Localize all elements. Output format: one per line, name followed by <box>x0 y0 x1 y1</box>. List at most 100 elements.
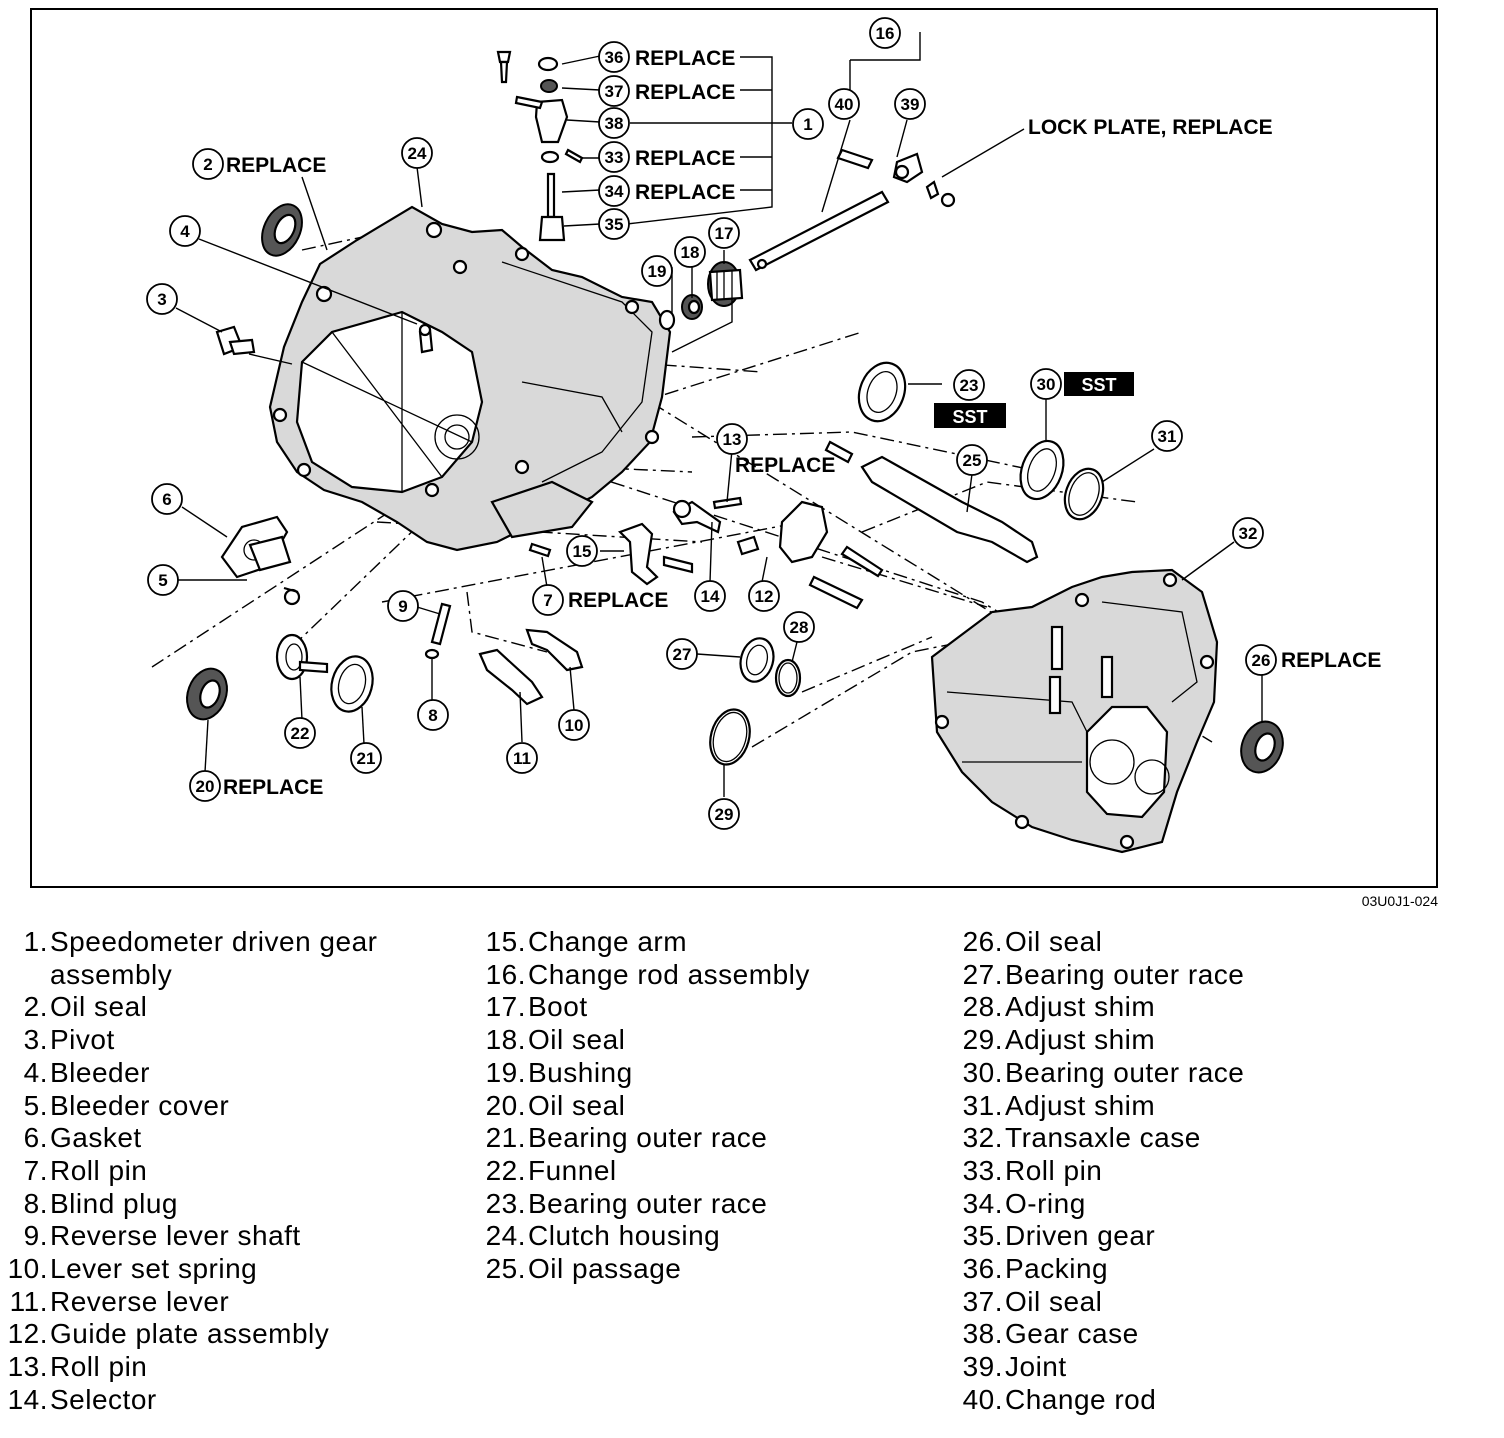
legend-item-number: 17. <box>485 991 526 1023</box>
legend-item: 23.Bearing outer race <box>478 1188 948 1221</box>
legend-item-number: 2. <box>23 991 48 1023</box>
legend-item: 17.Boot <box>478 991 948 1024</box>
figure-code: 03U0J1-024 <box>1361 893 1438 909</box>
callout-19: 19 <box>641 255 673 287</box>
oil-passage-25 <box>824 440 1039 564</box>
legend-item: 15.Change arm <box>478 926 948 959</box>
legend-item-text: Roll pin <box>50 1351 148 1383</box>
svg-text:31: 31 <box>1158 427 1177 446</box>
legend-item-number: 27. <box>962 958 1003 990</box>
legend-item-number <box>0 959 48 992</box>
replace-label-20: REPLACE <box>223 776 323 799</box>
svg-text:27: 27 <box>673 645 692 664</box>
pivot-3 <box>215 325 256 356</box>
legend-item-text: Roll pin <box>1005 1154 1103 1186</box>
legend-item-number: 10. <box>7 1253 48 1285</box>
leader-lines <box>175 32 1263 797</box>
legend-item-number: 32. <box>962 1122 1003 1154</box>
legend-item: 37.Oil seal <box>955 1286 1425 1319</box>
legend-item: 10.Lever set spring <box>0 1253 470 1286</box>
legend-item: 27.Bearing outer race <box>955 959 1425 992</box>
legend-item-text: Packing <box>1005 1253 1109 1285</box>
svg-text:38: 38 <box>605 114 624 133</box>
lever-spring-10 <box>525 628 584 672</box>
legend-item-number: 39. <box>962 1351 1003 1383</box>
exploded-view-diagram: 1 2 3 4 5 6 7 8 9 10 11 12 13 14 15 16 1… <box>30 8 1438 888</box>
seal-26 <box>1240 720 1284 774</box>
legend-item: 16.Change rod assembly <box>478 959 948 992</box>
svg-text:19: 19 <box>648 262 667 281</box>
legend-item-number: 31. <box>962 1089 1003 1121</box>
diagram-labels: REPLACE REPLACE REPLACE REPLACE REPLACE … <box>223 47 1381 799</box>
legend-item: 8.Blind plug <box>0 1188 470 1221</box>
svg-text:12: 12 <box>755 587 774 606</box>
legend-item-text: Bearing outer race <box>528 1187 768 1219</box>
race-23 <box>857 361 907 423</box>
legend-item-text: Gasket <box>50 1122 142 1154</box>
svg-text:32: 32 <box>1239 524 1258 543</box>
callout-27: 27 <box>666 638 698 670</box>
callout-5: 5 <box>147 564 179 596</box>
replace-label-13: REPLACE <box>735 454 835 477</box>
svg-text:7: 7 <box>543 591 552 610</box>
legend-item: 7.Roll pin <box>0 1155 470 1188</box>
callout-1: 1 <box>792 108 824 140</box>
legend-item: 31.Adjust shim <box>955 1090 1425 1123</box>
legend-item: 26.Oil seal <box>955 926 1425 959</box>
callout-11: 11 <box>506 742 538 774</box>
legend-item: 29.Adjust shim <box>955 1024 1425 1057</box>
callout-6: 6 <box>151 483 183 515</box>
svg-text:25: 25 <box>963 451 982 470</box>
legend-item-text: Oil seal <box>528 1024 626 1056</box>
svg-text:5: 5 <box>158 571 167 590</box>
shim-31 <box>1063 467 1105 521</box>
legend-item: 14.Selector <box>0 1384 470 1417</box>
svg-text:26: 26 <box>1252 651 1271 670</box>
legend-item-number: 20. <box>485 1089 526 1121</box>
legend-item: 35.Driven gear <box>955 1220 1425 1253</box>
legend-item-number: 6. <box>23 1122 48 1154</box>
reverse-lever-shaft-9 <box>430 602 452 646</box>
legend-item-number: 5. <box>23 1089 48 1121</box>
legend-item-text: Driven gear <box>1005 1220 1156 1252</box>
legend-item-text: Bearing outer race <box>1005 958 1245 990</box>
callout-29: 29 <box>708 798 740 830</box>
seal-20 <box>186 667 228 721</box>
legend-item-number: 9. <box>23 1220 48 1252</box>
bushing-19 <box>658 309 676 331</box>
legend-item-number: 1. <box>23 926 48 957</box>
callout-31: 31 <box>1151 420 1183 452</box>
legend-item-number: 30. <box>962 1056 1003 1088</box>
svg-text:20: 20 <box>196 777 215 796</box>
legend-item-number: 21. <box>485 1122 526 1154</box>
sst-badge-23: SST <box>934 403 1006 428</box>
legend-item-text: assembly <box>50 958 173 990</box>
callout-2: 2 <box>192 148 224 180</box>
legend-item: 33.Roll pin <box>955 1155 1425 1188</box>
legend-item: 34.O-ring <box>955 1188 1425 1221</box>
legend-item: 36.Packing <box>955 1253 1425 1286</box>
legend-item-text: Pivot <box>50 1024 115 1056</box>
callout-40: 40 <box>828 88 860 120</box>
transaxle-case <box>930 568 1219 854</box>
legend-item-number: 36. <box>962 1253 1003 1285</box>
callout-24: 24 <box>401 137 433 169</box>
legend-item-text: Oil seal <box>1005 926 1103 957</box>
legend-item-number: 3. <box>23 1024 48 1056</box>
svg-text:SST: SST <box>1081 375 1116 395</box>
legend-item-number: 13. <box>7 1351 48 1383</box>
callout-23: 23 <box>953 369 985 401</box>
legend-item-text: Change rod <box>1005 1383 1157 1415</box>
svg-text:17: 17 <box>715 224 734 243</box>
gasket-6 <box>220 515 292 579</box>
callout-13: 13 <box>716 423 748 455</box>
callout-28: 28 <box>783 611 815 643</box>
legend-item: 30.Bearing outer race <box>955 1057 1425 1090</box>
legend-item-text: Adjust shim <box>1005 1089 1156 1121</box>
legend-item-number: 22. <box>485 1154 526 1186</box>
svg-text:28: 28 <box>790 618 809 637</box>
funnel-22 <box>275 633 329 681</box>
legend-item-text: Roll pin <box>50 1154 148 1186</box>
legend-item-text: Change arm <box>528 926 688 957</box>
legend-item-text: O-ring <box>1005 1187 1086 1219</box>
